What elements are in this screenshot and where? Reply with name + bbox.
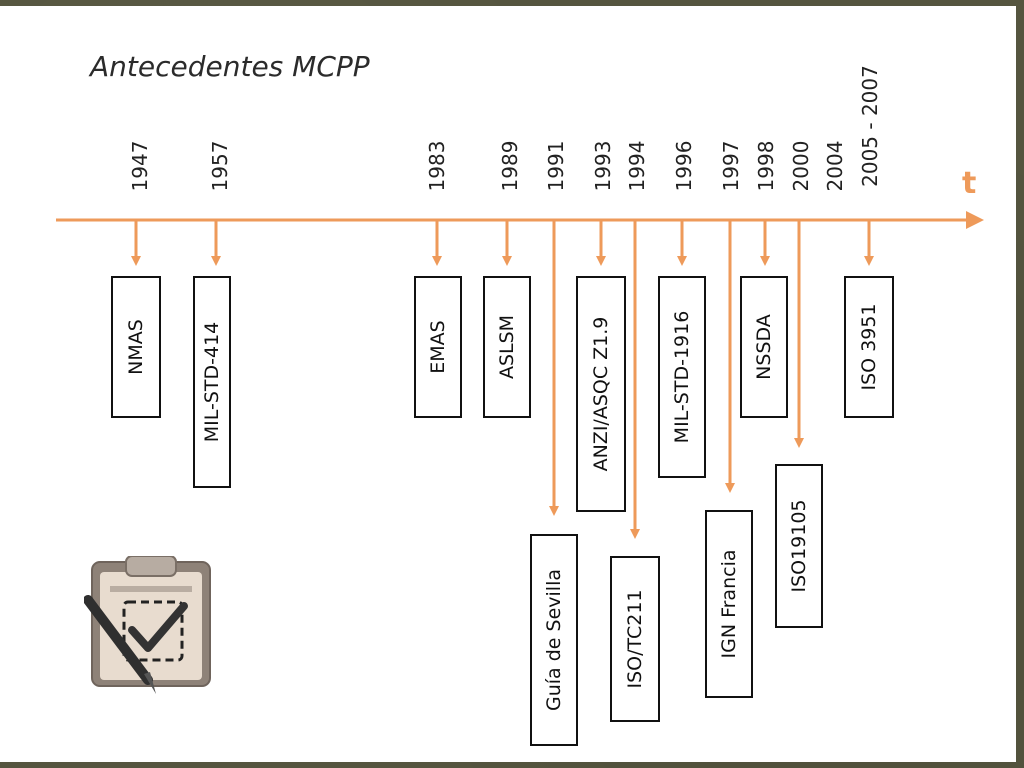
year-label: 1998 [754,140,778,192]
year-label: 1994 [625,140,649,192]
time-axis-label: t [962,166,977,201]
standard-box-nssda: NSSDA [740,276,788,418]
slide: Antecedentes MCPP t 1947 1957 1983 1989 … [0,6,1016,762]
standard-box-nmas: NMAS [111,276,161,418]
standard-label: ANZI/ASQC Z1.9 [590,316,612,472]
standard-label: ISO/TC211 [624,589,646,689]
standard-label: IGN Francia [718,549,740,659]
year-label: 1989 [498,140,522,192]
standard-box-iso19105: ISO19105 [775,464,823,628]
year-label: 1996 [672,140,696,192]
standard-label: EMAS [427,320,449,374]
year-label: 1983 [425,140,449,192]
slide-title: Antecedentes MCPP [90,50,370,83]
standard-box-emas: EMAS [414,276,462,418]
year-label: 1957 [208,140,232,192]
standard-box-ign-francia: IGN Francia [705,510,753,698]
standard-box-anzi-asqc: ANZI/ASQC Z1.9 [576,276,626,512]
time-axis-arrowhead [966,211,984,229]
year-label: 2004 [823,140,847,192]
standard-label: MIL-STD-414 [201,321,223,443]
year-label: 1993 [591,140,615,192]
standard-box-mil-std-414: MIL-STD-414 [193,276,231,488]
year-label: 2000 [789,140,813,192]
standard-box-mil-std-1916: MIL-STD-1916 [658,276,706,478]
standard-label: ASLSM [496,314,518,380]
standard-box-iso-3951: ISO 3951 [844,276,894,418]
year-label: 1997 [719,140,743,192]
standard-label: Guía de Sevilla [543,569,565,711]
standard-box-guia-de-sevilla: Guía de Sevilla [530,534,578,746]
standard-box-iso-tc211: ISO/TC211 [610,556,660,722]
standard-label: ISO19105 [788,499,810,593]
standard-label: MIL-STD-1916 [671,310,693,444]
year-label: 1947 [128,140,152,192]
standard-box-aslsm: ASLSM [483,276,531,418]
standard-label: NMAS [125,319,147,375]
year-label: 2005 - 2007 [858,65,882,187]
standard-label: ISO 3951 [858,303,880,391]
standard-label: NSSDA [753,314,775,380]
clipboard-check-icon [84,556,211,694]
year-label: 1991 [544,140,568,192]
timeline-diagram [56,211,984,539]
